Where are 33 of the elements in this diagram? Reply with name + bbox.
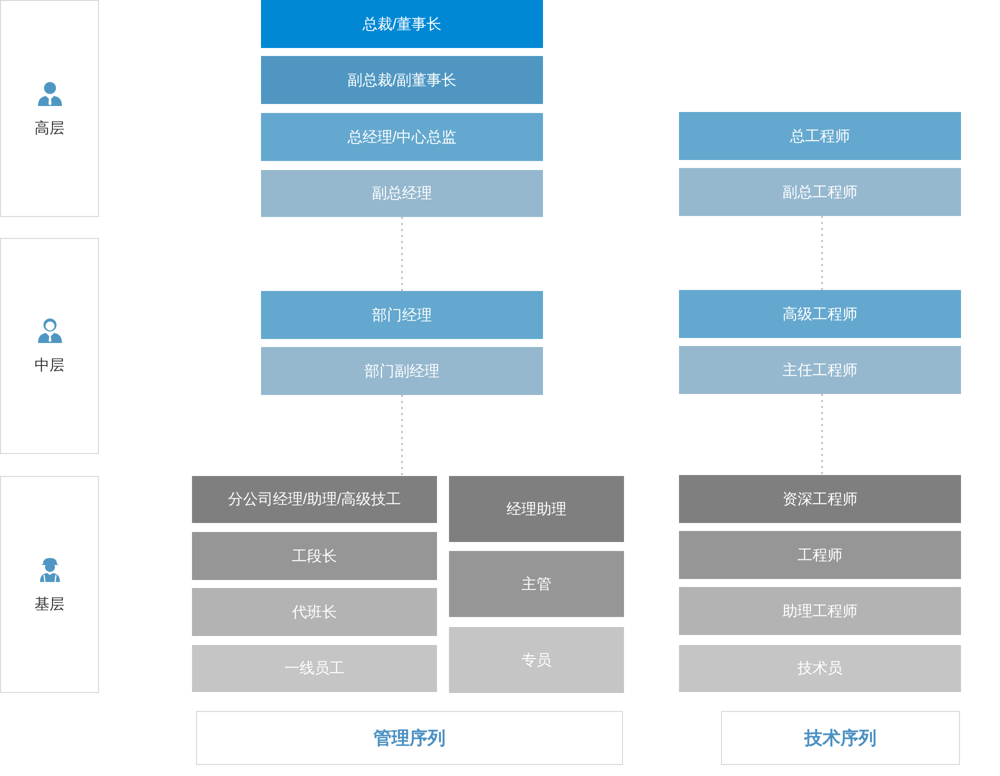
- rank-box: 总工程师: [679, 112, 961, 160]
- rank-box: 副总工程师: [679, 168, 961, 216]
- tier-panel: [0, 0, 99, 217]
- dotted-connector: [821, 216, 823, 290]
- rank-box: 代班长: [192, 588, 437, 636]
- rank-box: 分公司经理/助理/高级技工: [192, 476, 437, 523]
- sequence-label-box: 管理序列: [196, 711, 623, 765]
- tier-label: 基层: [34, 594, 64, 614]
- rank-box: 资深工程师: [679, 475, 961, 523]
- rank-box: 部门经理: [261, 291, 543, 339]
- rank-box: 部门副经理: [261, 347, 543, 395]
- dotted-connector: [401, 217, 403, 291]
- rank-box: 总裁/董事长: [261, 0, 543, 48]
- rank-box: 主管: [449, 551, 624, 617]
- rank-box: 主任工程师: [679, 346, 961, 394]
- rank-box: 工段长: [192, 532, 437, 580]
- dotted-connector: [821, 394, 823, 475]
- dotted-connector: [401, 395, 403, 476]
- rank-box: 技术员: [679, 645, 961, 692]
- rank-box: 总经理/中心总监: [261, 113, 543, 161]
- rank-box: 副总经理: [261, 170, 543, 217]
- rank-box: 专员: [449, 627, 624, 693]
- sequence-label-box: 技术序列: [721, 711, 960, 765]
- tier-panel: [0, 476, 99, 693]
- rank-box: 一线员工: [192, 645, 437, 692]
- rank-box: 经理助理: [449, 476, 624, 542]
- rank-box: 工程师: [679, 531, 961, 579]
- rank-box: 副总裁/副董事长: [261, 56, 543, 104]
- tier-panel: [0, 238, 99, 454]
- rank-box: 助理工程师: [679, 587, 961, 635]
- tier-label: 中层: [34, 356, 64, 375]
- tier-label: 高层: [34, 118, 64, 138]
- rank-box: 高级工程师: [679, 290, 961, 338]
